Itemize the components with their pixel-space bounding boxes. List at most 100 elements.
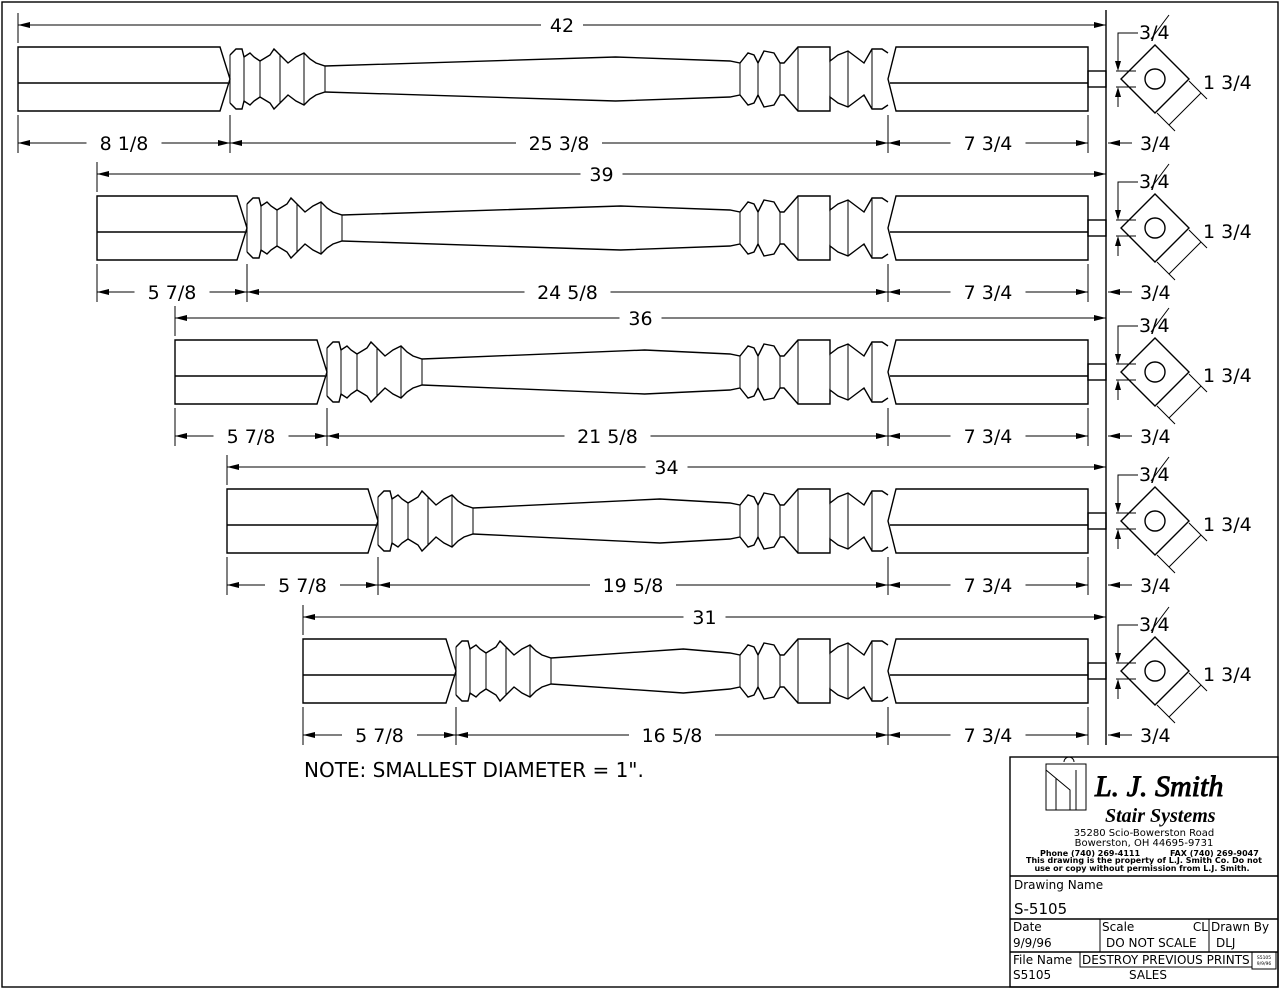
arrowhead <box>247 289 259 295</box>
company-division: Stair Systems <box>1105 805 1216 827</box>
dowel-pin <box>1087 512 1107 530</box>
arrowhead <box>1094 22 1106 28</box>
arrowhead <box>303 732 315 738</box>
cross-section-view: 3/41 3/4 <box>1115 14 1252 132</box>
bottom-block-length-label: 5 7/8 <box>227 426 276 448</box>
pin-hole <box>1144 68 1166 90</box>
arrowhead <box>366 582 378 588</box>
title-block: L. J. Smith Stair Systems 35280 Scio-Bow… <box>1009 756 1279 988</box>
pin-length-label: 3/4 <box>1140 725 1171 747</box>
date-label: Date <box>1013 920 1042 934</box>
square-section <box>1120 486 1190 556</box>
top-block <box>887 339 1089 405</box>
scale: DO NOT SCALE <box>1106 936 1197 950</box>
turning-profile <box>246 195 889 216</box>
destroy-notice: DESTROY PREVIOUS PRINTS <box>1082 953 1250 967</box>
arrowhead <box>1076 433 1088 439</box>
pin-length-label: 3/4 <box>1140 133 1171 155</box>
drawing-name-label: Drawing Name <box>1014 878 1103 892</box>
arrowhead <box>876 582 888 588</box>
arrowhead <box>876 732 888 738</box>
arrowhead <box>327 433 339 439</box>
turning-length-label: 16 5/8 <box>642 725 703 747</box>
company-logo <box>1045 756 1087 811</box>
turning-profile <box>326 384 889 405</box>
turning-profile <box>455 638 889 659</box>
top-block <box>887 46 1089 112</box>
arrowhead <box>888 433 900 439</box>
pin-length-label: 3/4 <box>1140 575 1171 597</box>
drawn-by: DLJ <box>1216 936 1235 950</box>
top-block-length-label: 7 3/4 <box>964 282 1013 304</box>
arrowhead <box>218 140 230 146</box>
turning-profile <box>377 488 889 509</box>
address-line-1: 35280 Scio-Bowerston Road <box>1074 828 1214 839</box>
stamp: S5105 <box>1257 955 1271 961</box>
pin-hole <box>1144 510 1166 532</box>
section-top-label: 3/4 <box>1139 315 1170 337</box>
section-width-label: 1 3/4 <box>1203 514 1252 536</box>
arrowhead <box>315 433 327 439</box>
stamp: 9/9/96 <box>1257 961 1272 967</box>
section-top-label: 3/4 <box>1139 614 1170 636</box>
arrowhead <box>1076 732 1088 738</box>
arrowhead <box>888 582 900 588</box>
dowel-pin <box>1087 662 1107 680</box>
company-name: L. J. Smith <box>1094 770 1223 803</box>
dowel-pin <box>1087 363 1107 381</box>
date: 9/9/96 <box>1013 936 1052 950</box>
arrowhead <box>876 433 888 439</box>
overall-length-label: 39 <box>589 164 613 186</box>
drawn-by-label: Drawn By <box>1211 920 1269 934</box>
turning-profile <box>326 339 889 360</box>
top-block <box>887 638 1089 704</box>
square-section <box>1120 337 1190 407</box>
section-top-label: 3/4 <box>1139 171 1170 193</box>
phone: Phone (740) 269-4111 <box>1040 849 1140 858</box>
bottom-block-length-label: 5 7/8 <box>278 575 327 597</box>
turning-length-label: 24 5/8 <box>537 282 598 304</box>
arrowhead <box>235 289 247 295</box>
fax: FAX (740) 269-9047 <box>1170 849 1259 858</box>
cross-section-view: 3/41 3/4 <box>1115 456 1252 574</box>
arrowhead <box>1076 289 1088 295</box>
arrowhead <box>303 614 315 620</box>
arrowhead <box>888 289 900 295</box>
bottom-block-length-label: 8 1/8 <box>100 133 149 155</box>
arrowhead <box>1094 614 1106 620</box>
scale-cl: CL <box>1193 920 1208 934</box>
cross-section-view: 3/4 1 3/4 <box>1115 307 1252 425</box>
arrowhead <box>444 732 456 738</box>
square-section <box>1120 636 1190 706</box>
overall-length-label: 36 <box>628 308 652 330</box>
arrowhead <box>18 140 30 146</box>
bottom-block-length-label: 5 7/8 <box>355 725 404 747</box>
section-width-label: 1 3/4 <box>1203 664 1252 686</box>
arrowhead <box>1108 140 1120 146</box>
bottom-block <box>96 195 248 261</box>
file-name: S5105 <box>1013 968 1051 982</box>
arrowhead <box>1094 464 1106 470</box>
arrowhead <box>175 433 187 439</box>
arrowhead <box>378 582 390 588</box>
arrowhead <box>1094 315 1106 321</box>
top-block <box>887 488 1089 554</box>
disclaimer: This drawing is the property of L.J. Smi… <box>1026 856 1262 865</box>
square-section <box>1120 193 1190 263</box>
arrowhead <box>876 140 888 146</box>
section-width-label: 1 3/4 <box>1203 365 1252 387</box>
arrowhead <box>227 582 239 588</box>
disclaimer: use or copy without permission from L.J.… <box>1034 864 1249 873</box>
dowel-pin <box>1087 219 1107 237</box>
top-block-length-label: 7 3/4 <box>964 725 1013 747</box>
turning-profile <box>377 533 889 554</box>
arrowhead <box>1108 732 1120 738</box>
dowel-pin <box>1087 70 1107 88</box>
cross-section-view: 3/4 1 3/4 <box>1115 606 1252 724</box>
